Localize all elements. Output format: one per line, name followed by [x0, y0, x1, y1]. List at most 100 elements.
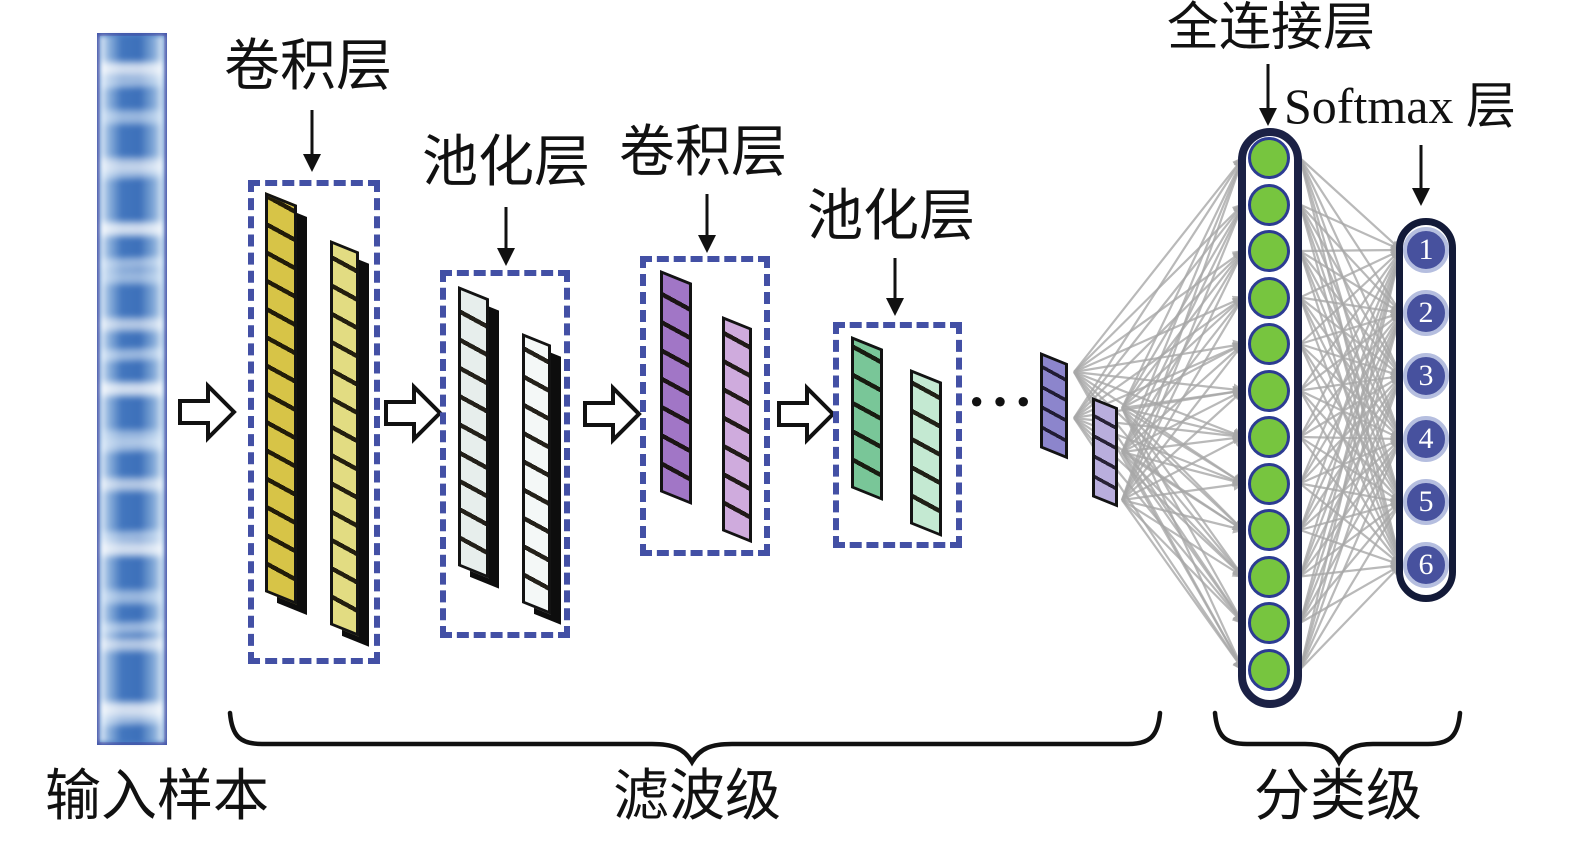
- classification-stage-brace: [1212, 710, 1463, 768]
- stage-braces: [227, 710, 1463, 768]
- pool2-feature-map-2: [910, 369, 942, 537]
- fc-neuron: [1248, 416, 1290, 458]
- connection-line: [1073, 155, 1245, 419]
- connection-line: [1299, 373, 1403, 531]
- fc-neuron: [1248, 509, 1290, 551]
- conv-layer-1-label: 卷积层: [224, 36, 392, 98]
- connection-line: [1299, 373, 1403, 577]
- pool1-feature-map-1: [458, 286, 489, 579]
- connection-line: [1299, 371, 1404, 392]
- conv-layer-2-box: [640, 256, 770, 556]
- input-sample-label: 输入样本: [45, 766, 269, 828]
- down-arrow-conv1: [303, 110, 321, 172]
- connection-line: [1299, 248, 1403, 345]
- conv1-feature-map-1: [265, 192, 297, 605]
- connection-line: [1121, 435, 1246, 501]
- ellipsis-dots: ···: [966, 369, 1038, 434]
- connection-line: [1121, 342, 1245, 501]
- connection-line: [1299, 437, 1403, 531]
- connection-line: [1120, 155, 1246, 501]
- output-class-neuron: 2: [1403, 290, 1449, 336]
- final-feature-map-1: [1040, 352, 1068, 460]
- down-arrow-conv2: [698, 194, 716, 253]
- connection-line: [1299, 310, 1403, 531]
- pool-layer-1-box: [440, 270, 570, 638]
- fc-neuron: [1248, 276, 1290, 319]
- connection-line: [1298, 250, 1404, 568]
- connection-line: [1073, 202, 1245, 419]
- fc-neuron: [1248, 602, 1290, 644]
- output-class-neuron: 5: [1403, 479, 1449, 525]
- connection-line: [1298, 247, 1405, 624]
- connection-line: [1299, 157, 1403, 252]
- fc-neuron: [1248, 137, 1290, 179]
- flow-arrow-2: [384, 382, 443, 444]
- output-class-neuron: 1: [1403, 227, 1449, 273]
- connection-line: [1299, 248, 1404, 299]
- connection-line: [1299, 563, 1403, 671]
- conv1-feature-map-2: [330, 240, 359, 637]
- connection-line: [1299, 203, 1404, 252]
- connection-line: [1298, 157, 1405, 568]
- connection-line: [1121, 499, 1245, 625]
- connection-line: [1299, 374, 1403, 485]
- connection-line: [1073, 156, 1245, 373]
- filter-stage-label: 滤波级: [613, 766, 781, 828]
- connection-line: [1120, 202, 1245, 501]
- input-signal-strip: [97, 33, 167, 745]
- conv-layer-1-box: [248, 180, 380, 664]
- connection-line: [1121, 388, 1245, 501]
- pool2-feature-map-1: [851, 336, 883, 501]
- connection-line: [1121, 478, 1246, 502]
- connection-line: [1121, 499, 1246, 578]
- connection-line: [1120, 155, 1245, 453]
- fc-neuron: [1248, 323, 1290, 365]
- output-class-neuron: 6: [1403, 542, 1449, 588]
- connection-line: [1298, 310, 1405, 670]
- filter-stage-brace: [227, 710, 1163, 767]
- fc-neuron: [1248, 555, 1290, 598]
- connection-line: [1298, 436, 1403, 670]
- pool-layer-2-box: [833, 322, 962, 548]
- connection-line: [1121, 499, 1245, 672]
- conv-layer-2-label: 卷积层: [619, 122, 787, 184]
- connection-line: [1298, 247, 1405, 670]
- input-signal-texture: [100, 36, 164, 742]
- connection-line: [1299, 244, 1404, 257]
- connection-line: [1298, 247, 1403, 484]
- pool1-feature-map-2: [522, 333, 551, 615]
- connection-line: [1298, 204, 1404, 505]
- flow-arrow-1: [178, 381, 237, 443]
- down-arrow-softmax: [1412, 145, 1430, 206]
- connection-line: [1298, 310, 1404, 624]
- connection-line: [1299, 374, 1404, 438]
- fc-neuron: [1248, 183, 1290, 226]
- fc-neuron: [1248, 648, 1290, 691]
- softmax-layer-label: Softmax 层: [1284, 78, 1516, 134]
- connection-line: [1299, 311, 1403, 392]
- fc-neuron: [1248, 369, 1290, 412]
- flow-arrows: [178, 381, 836, 445]
- final-feature-map-2: [1092, 397, 1118, 508]
- connection-line: [1298, 373, 1404, 670]
- classification-stage-label: 分类级: [1254, 766, 1422, 828]
- connection-line: [1299, 311, 1403, 438]
- output-class-neuron: 3: [1403, 353, 1449, 399]
- connection-line: [1298, 373, 1403, 624]
- connection-line: [1121, 155, 1245, 409]
- fc-neuron: [1248, 230, 1290, 272]
- fully-connected-layer: [1238, 128, 1302, 708]
- pool-layer-1-label: 池化层: [422, 132, 590, 194]
- conv2-feature-map-2: [722, 316, 752, 544]
- label-pointer-arrows: [303, 64, 1430, 316]
- connection-line: [1299, 436, 1403, 624]
- connection-line: [1121, 498, 1246, 534]
- fully-connected-layer-label: 全连接层: [1166, 0, 1375, 57]
- fc-neuron: [1248, 462, 1290, 505]
- connection-line: [1299, 528, 1404, 568]
- connection-line: [1298, 204, 1405, 568]
- connection-line: [1298, 157, 1405, 505]
- connection-line: [1298, 247, 1404, 531]
- connection-line: [1298, 247, 1404, 577]
